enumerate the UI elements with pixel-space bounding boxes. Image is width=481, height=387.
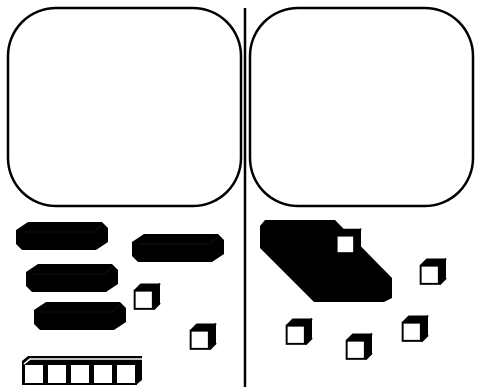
unit-cube [190, 324, 216, 350]
unit-cube [336, 229, 361, 254]
unit-cube [346, 334, 372, 360]
rod-block [16, 222, 108, 250]
right-answer-box [250, 8, 473, 206]
unit-cube [420, 259, 446, 285]
unit-cube [286, 319, 312, 345]
rod-block [34, 302, 126, 330]
right-panel [250, 8, 473, 360]
left-rods [16, 222, 224, 330]
flat-block [260, 220, 392, 302]
left-answer-box [8, 8, 241, 206]
left-units [134, 284, 216, 350]
unit-cube [402, 316, 428, 342]
unit-cube [134, 284, 160, 310]
rod-block [132, 234, 224, 262]
rod-block [26, 264, 118, 292]
unit-strip [22, 356, 142, 385]
left-panel [8, 8, 241, 385]
